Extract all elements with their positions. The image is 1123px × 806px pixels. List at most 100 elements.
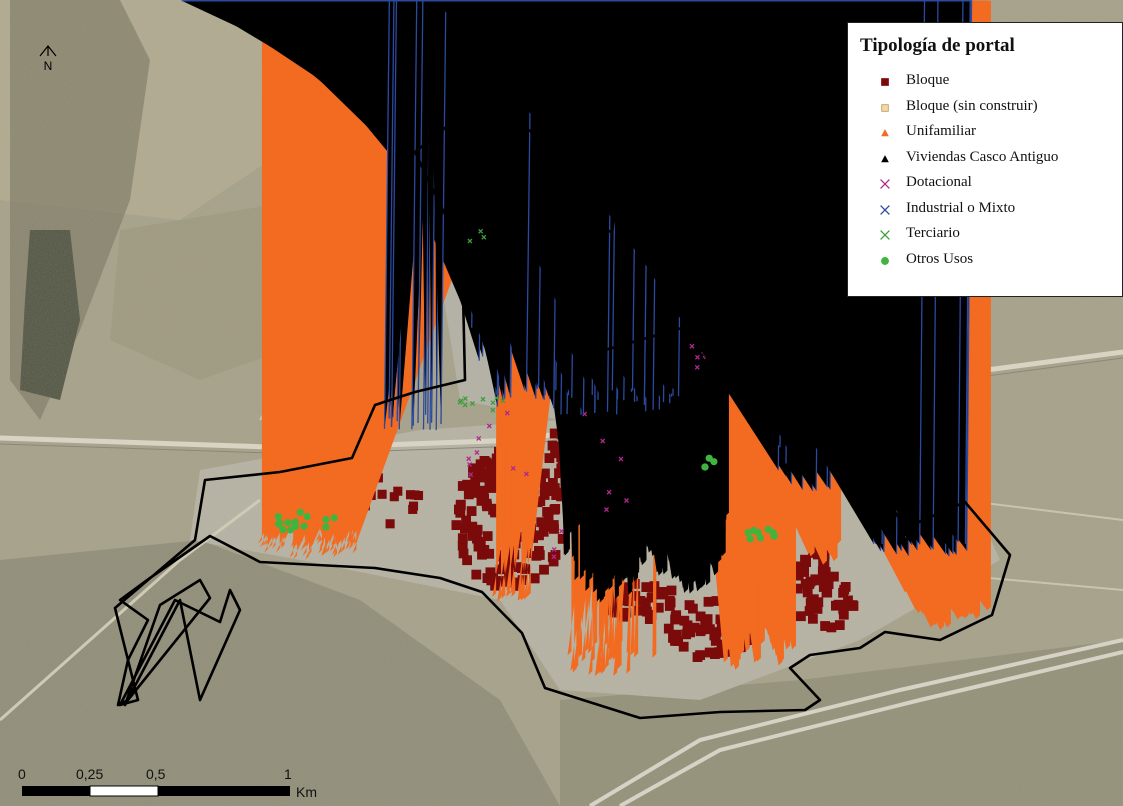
map-point	[466, 506, 477, 516]
map-point	[405, 490, 416, 500]
map-point	[709, 630, 720, 641]
rural-road	[0, 498, 261, 722]
urban-boundary[interactable]	[113, 98, 1012, 720]
map-point	[543, 513, 554, 524]
map-point	[330, 514, 338, 522]
map-point	[467, 461, 472, 467]
map-point	[457, 533, 468, 544]
map-point	[549, 0, 926, 545]
map-point	[535, 496, 546, 507]
legend-item-label: Viviendas Casco Antiguo	[906, 148, 1059, 165]
map-point	[679, 615, 690, 626]
map-point	[806, 596, 817, 607]
map-point	[274, 513, 282, 521]
scale-unit: Km	[296, 784, 317, 800]
map-point	[451, 520, 462, 530]
map-point	[606, 489, 612, 495]
map-point	[411, 0, 435, 430]
map-point	[488, 473, 499, 484]
map-point	[479, 456, 490, 466]
map-point	[834, 620, 845, 630]
map-point	[279, 526, 287, 534]
map-point	[512, 562, 523, 572]
map-point	[838, 609, 849, 620]
map-point	[744, 529, 752, 537]
map-point	[476, 435, 482, 441]
map-point	[629, 579, 640, 589]
map-point	[284, 519, 292, 527]
motorway-road	[619, 650, 1123, 806]
map-point	[454, 504, 464, 515]
map-point	[701, 463, 709, 471]
map-point	[551, 554, 557, 560]
map-point	[481, 234, 487, 240]
map-point	[820, 567, 831, 577]
map-point	[494, 395, 500, 401]
map-point	[540, 482, 550, 492]
legend-item: Bloque	[848, 71, 1123, 93]
map-point	[458, 548, 469, 559]
scale-tick-0: 0	[18, 766, 26, 782]
map-point	[642, 606, 652, 617]
map-point	[666, 585, 677, 596]
legend-item-label: Terciario	[906, 225, 960, 241]
map-point	[303, 513, 311, 521]
north-label: N	[44, 59, 53, 73]
legend-item-label: Industrial o Mixto	[906, 199, 1016, 216]
map-point	[769, 529, 777, 537]
map-point	[684, 600, 695, 610]
scale-tick-1: 1	[284, 766, 292, 782]
map-point	[466, 521, 477, 532]
map-point	[664, 595, 675, 606]
map-point	[458, 398, 464, 404]
map-point	[793, 570, 804, 581]
map-point	[673, 636, 683, 646]
map-point	[644, 613, 655, 624]
map-point	[746, 535, 754, 543]
legend-item: Bloque (sin construir)	[848, 97, 1123, 119]
map-point	[624, 498, 629, 503]
map-point	[808, 613, 818, 624]
map-point	[618, 591, 629, 601]
map-point	[510, 465, 516, 471]
map-point	[482, 531, 493, 541]
map-point	[461, 515, 471, 526]
map-point	[534, 530, 544, 541]
map-point	[792, 583, 803, 594]
map-point	[810, 602, 821, 613]
map-point	[804, 579, 815, 589]
map-point	[630, 591, 641, 601]
legend-item: Industrial o Mixto	[848, 199, 1123, 221]
map-point	[681, 629, 691, 640]
map-point	[695, 650, 705, 660]
map-point	[668, 633, 678, 643]
map-point	[717, 648, 728, 658]
map-point	[276, 519, 284, 527]
map-point	[542, 507, 552, 517]
map-point	[469, 483, 480, 493]
map-point	[559, 528, 564, 534]
map-point	[468, 472, 474, 478]
map-point	[813, 597, 824, 608]
map-point	[810, 574, 821, 585]
map-point	[840, 582, 851, 592]
map-point	[549, 524, 559, 534]
map-point	[695, 611, 706, 622]
map-point	[548, 556, 559, 567]
north-arrow-icon: N	[39, 45, 57, 73]
map-point	[540, 468, 550, 479]
map-point	[618, 456, 624, 462]
map-point	[480, 396, 486, 402]
map-point	[520, 564, 531, 574]
map-point	[479, 494, 489, 504]
map-point	[678, 641, 689, 652]
map-point	[556, 491, 566, 502]
map-point	[557, 534, 568, 544]
map-point	[322, 523, 330, 531]
map-point	[470, 488, 480, 498]
map-point	[823, 579, 834, 589]
map-point	[460, 523, 470, 534]
cross-symbol-icon	[880, 230, 890, 240]
